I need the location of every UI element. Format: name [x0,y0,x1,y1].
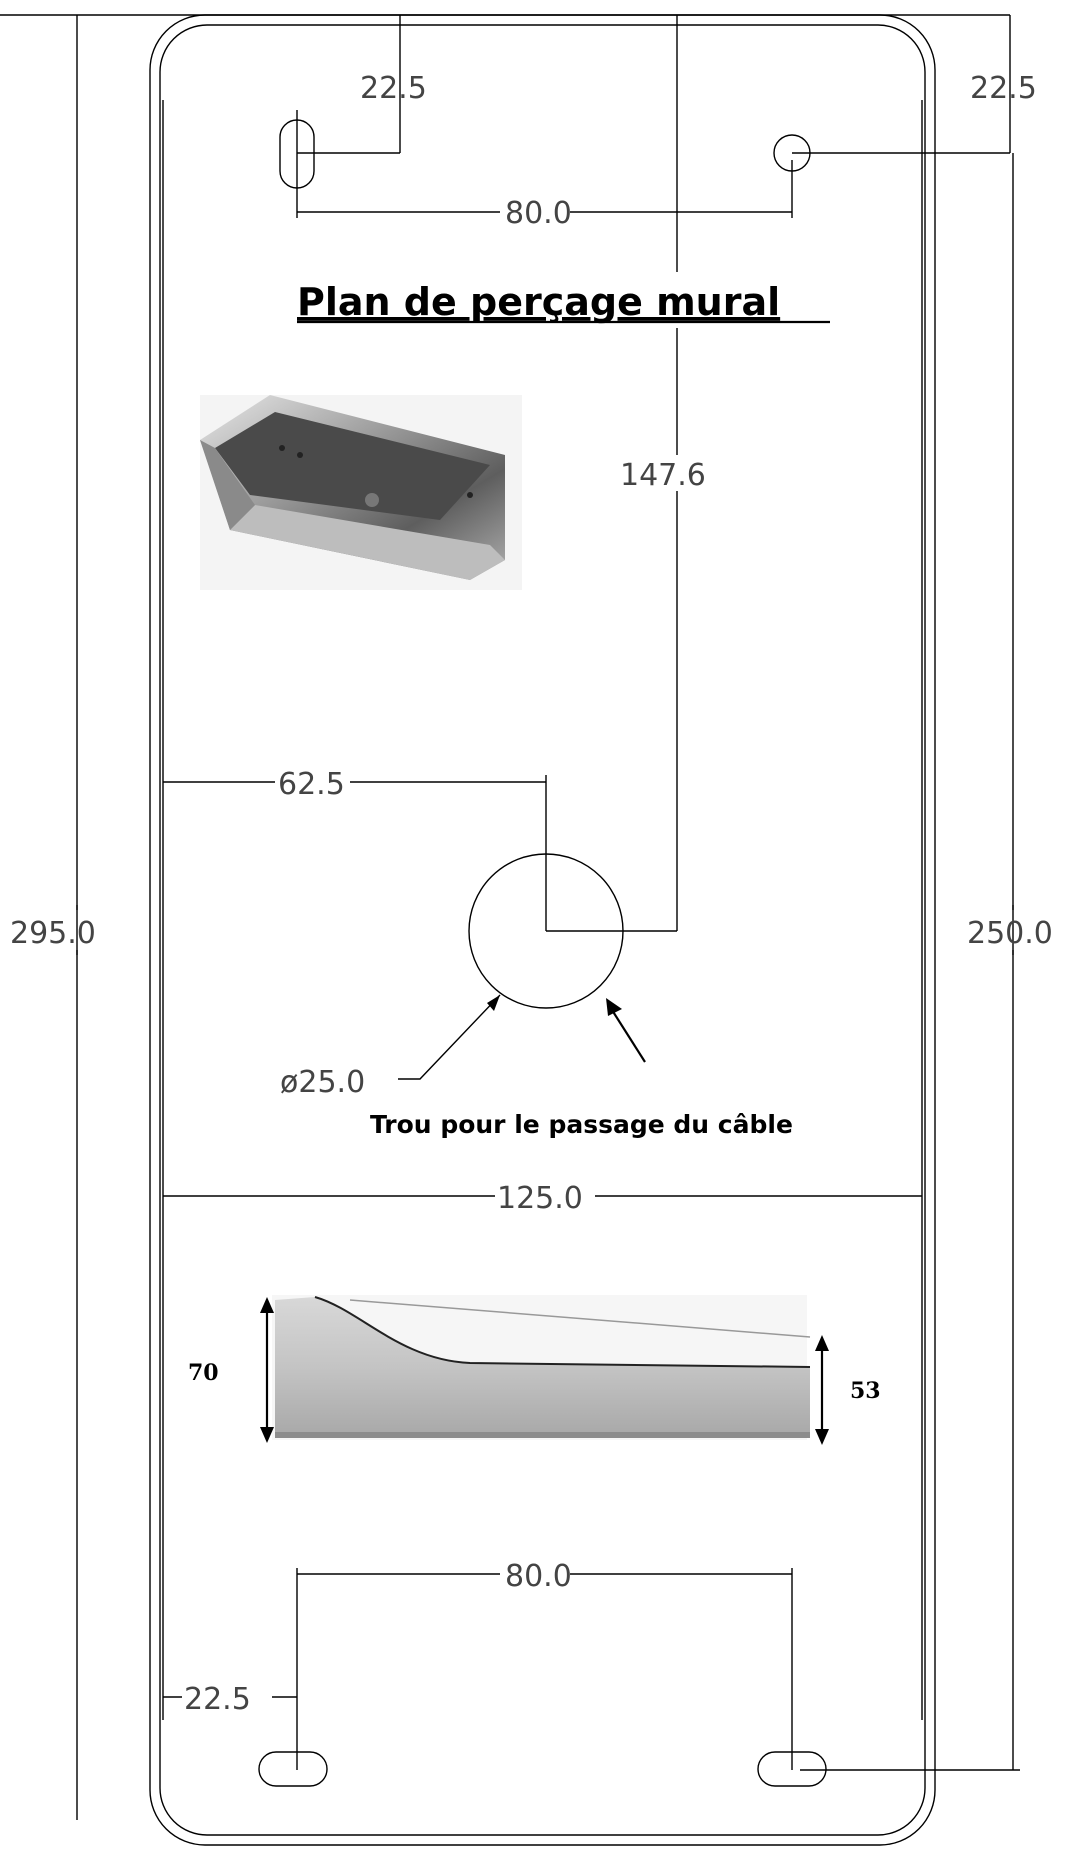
total-width-label: 125.0 [497,1181,583,1216]
bottom-right-slot-hole [757,1751,827,1787]
center-from-left-label: 62.5 [278,767,345,802]
diameter-label: ø25.0 [280,1065,365,1100]
center-from-top-label: 147.6 [620,458,706,493]
top-right-offset-label: 22.5 [970,71,1037,106]
cable-hole [468,853,624,1009]
box-photo-side-view [272,1295,811,1440]
bottom-left-slot-hole [258,1751,328,1787]
hole-span-height-label: 250.0 [967,916,1053,951]
top-hole-spacing-label: 80.0 [505,196,572,231]
cable-note: Trou pour le passage du câble [370,1110,793,1139]
total-height-label: 295.0 [10,916,96,951]
left-height-label: 70 [188,1360,219,1386]
right-height-label: 53 [850,1378,881,1404]
box-photo-top-view [200,395,522,590]
cable-note-arrow [611,1009,646,1063]
bottom-left-offset-label: 22.5 [184,1682,251,1717]
cable-note-arrowhead [606,998,622,1016]
top-left-offset-label: 22.5 [360,71,427,106]
page-title: Plan de perçage mural [297,280,780,324]
plate-outline-inner [159,24,926,1836]
plate-outline-outer [149,14,936,1846]
diameter-leader [398,994,501,1080]
bottom-hole-spacing-label: 80.0 [505,1559,572,1594]
